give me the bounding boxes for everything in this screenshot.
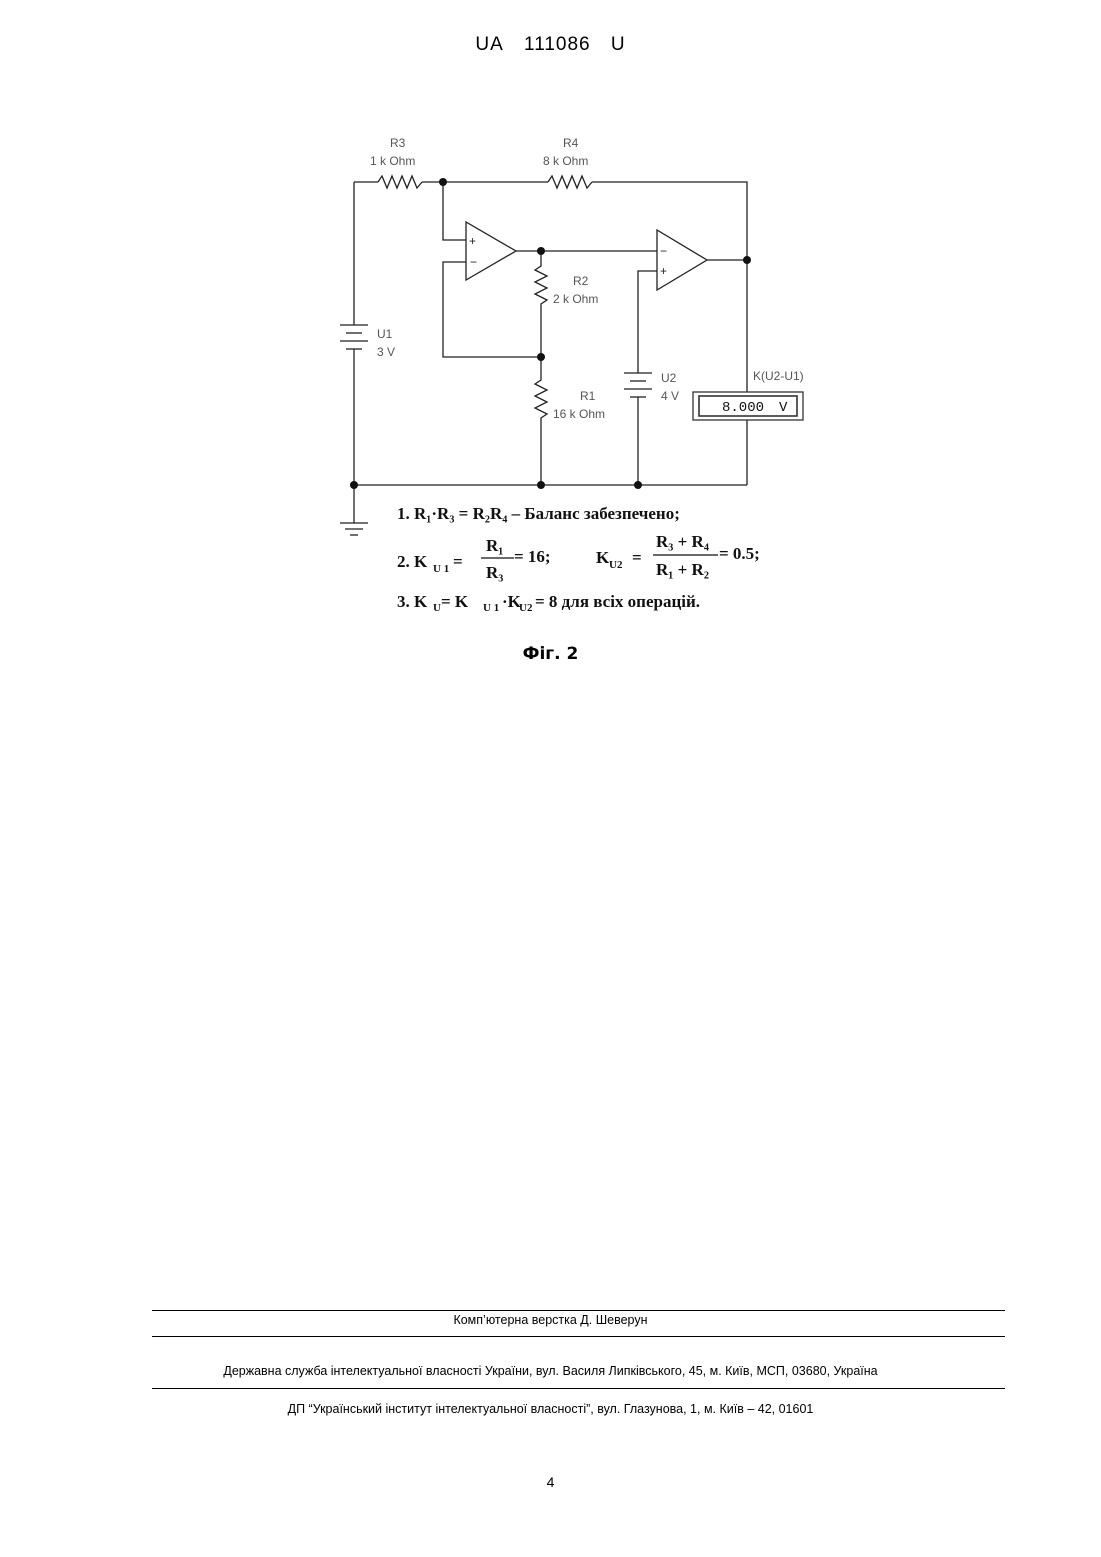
label-u1-name: U1 xyxy=(377,327,393,341)
formula-line-2: 2. K U 1 = R₁ R₃ = 16; K U2 = R₃ + R₄ R₁… xyxy=(397,532,760,582)
label-r3-value: 1 k Ohm xyxy=(370,154,415,168)
footer-institute: ДП “Український інститут інтелектуальної… xyxy=(0,1402,1101,1416)
circuit-figure: 8.000 V + − − + R3 1 k Ohm R4 8 k Ohm R2… xyxy=(0,0,1101,640)
formula-eq2: = xyxy=(632,548,642,567)
label-r4-name: R4 xyxy=(563,136,579,150)
formula-num2: R₃ + R₄ xyxy=(656,532,709,551)
formula-den1: R₃ xyxy=(486,563,503,582)
junction-dots xyxy=(350,178,751,489)
formula-line-1: 1. R₁·R₃ = R₂R₄ – Баланс забезпечено; xyxy=(397,504,680,523)
label-r1-name: R1 xyxy=(580,389,596,403)
footer-rule-bottom xyxy=(152,1388,1005,1389)
opamp1-minus: − xyxy=(470,255,477,269)
formula-eq1: = xyxy=(453,552,463,571)
figure-caption: Фіг. 2 xyxy=(0,644,1101,664)
voltmeter-reading: 8.000 xyxy=(722,400,764,416)
formula-res1: = 16; xyxy=(514,547,551,566)
resistor-r2 xyxy=(535,251,547,357)
formula-k1-sub: U 1 xyxy=(433,563,449,575)
opamp-2 xyxy=(657,230,707,290)
resistor-r4 xyxy=(548,176,592,188)
voltmeter-unit: V xyxy=(779,400,788,416)
formula-line-3: 3. K U = K U 1 ·K U2 = 8 для всіх операц… xyxy=(397,592,700,614)
label-meter: K(U2-U1) xyxy=(753,369,804,383)
opamp-1 xyxy=(466,222,516,280)
footer-layout: Комп’ютерна верстка Д. Шеверун xyxy=(0,1313,1101,1327)
resistor-r1 xyxy=(535,357,547,485)
label-r3-name: R3 xyxy=(390,136,406,150)
label-u1-value: 3 V xyxy=(377,345,395,359)
label-r1-value: 16 k Ohm xyxy=(553,407,605,421)
opamp1-plus: + xyxy=(469,234,476,248)
label-r2-value: 2 k Ohm xyxy=(553,292,598,306)
label-u2-value: 4 V xyxy=(661,389,679,403)
formula-l3-d: = 8 для всіх операцій. xyxy=(535,592,700,611)
formula-k2: K xyxy=(596,548,610,567)
footer-rule-middle xyxy=(152,1336,1005,1337)
formula-l3-b: = K xyxy=(441,592,469,611)
resistor-r3 xyxy=(378,176,422,188)
opamp2-plus: + xyxy=(660,264,667,278)
label-r4-value: 8 k Ohm xyxy=(543,154,588,168)
formula-res2: = 0.5; xyxy=(719,544,760,563)
formula-l3-sub3: U2 xyxy=(519,602,533,614)
opamp2-minus: − xyxy=(660,244,667,258)
formula-num1: R₁ xyxy=(486,536,503,555)
formula-l3-sub1: U xyxy=(433,602,441,614)
formula-k2-sub: U2 xyxy=(609,559,623,571)
formula-l3-a: 3. K xyxy=(397,592,428,611)
formula-den2: R₁ + R₂ xyxy=(656,560,709,579)
formula-k1: 2. K xyxy=(397,552,428,571)
page-number: 4 xyxy=(0,1474,1101,1490)
footer-rule-top xyxy=(152,1310,1005,1311)
label-r2-name: R2 xyxy=(573,274,589,288)
formula-l3-sub2: U 1 xyxy=(483,602,499,614)
footer-agency: Державна служба інтелектуальної власност… xyxy=(0,1364,1101,1378)
label-u2-name: U2 xyxy=(661,371,677,385)
